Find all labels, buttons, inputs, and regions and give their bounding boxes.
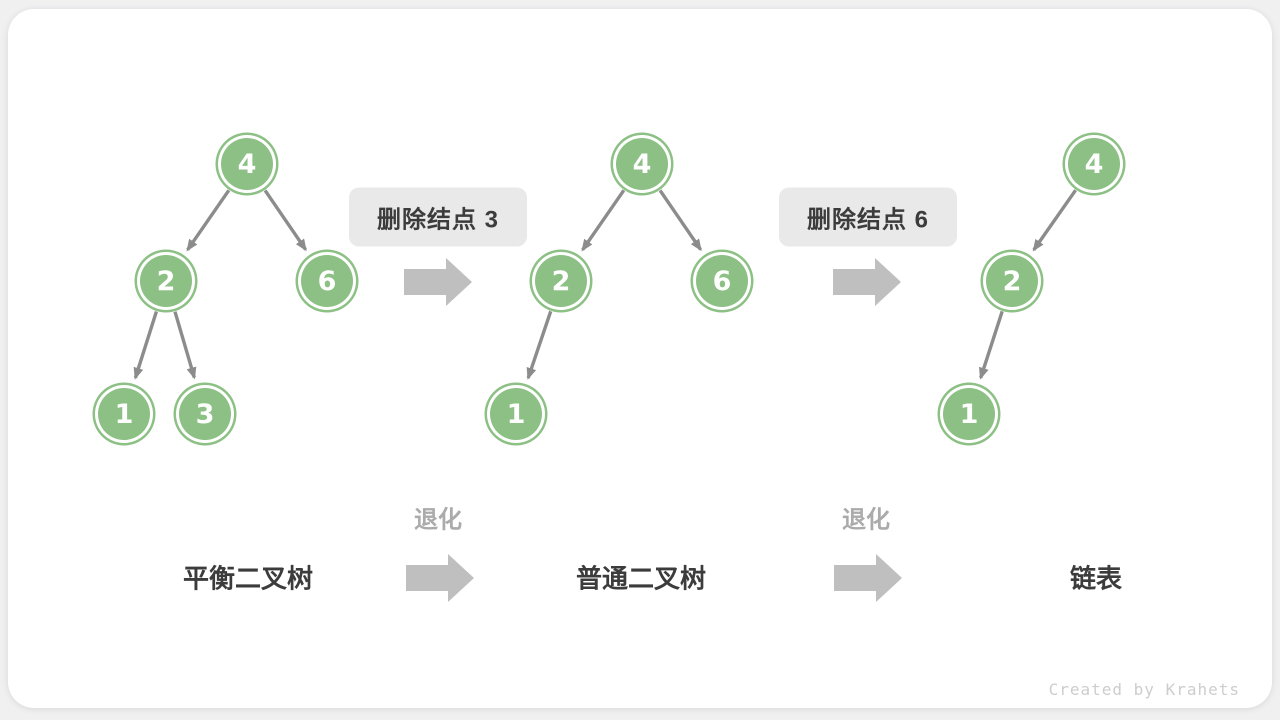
tree1-edge-4-6 xyxy=(263,189,308,252)
tree3-node-1: 1 xyxy=(943,388,995,440)
tree3-node-2: 2 xyxy=(986,255,1038,307)
tree3-node-4: 4 xyxy=(1068,138,1120,190)
tree2-edge-2-1 xyxy=(526,310,553,380)
degrade-arrow-icon-1 xyxy=(406,554,474,602)
tree2-edge-4-2 xyxy=(581,189,626,252)
tree-caption-3: 链表 xyxy=(1069,563,1123,594)
degrade-label-1: 退化 xyxy=(414,506,462,534)
tree1-node-4: 4 xyxy=(221,138,273,190)
tree2-node-1: 1 xyxy=(490,388,542,440)
delete-node-badge-2: 删除结点 6 xyxy=(778,187,958,247)
tree-caption-1: 平衡二叉树 xyxy=(182,563,314,594)
tree1-node-6: 6 xyxy=(301,255,353,307)
tree1-node-2: 2 xyxy=(140,255,192,307)
tree2-node-2: 2 xyxy=(535,255,587,307)
tree1-node-3: 3 xyxy=(179,388,231,440)
tree2-node-4: 4 xyxy=(616,138,668,190)
tree2-edge-4-6 xyxy=(658,189,703,252)
degrade-arrow-icon-2 xyxy=(834,554,902,602)
tree1-edge-4-2 xyxy=(186,189,231,252)
background-card xyxy=(8,9,1272,708)
watermark: Created by Krahets xyxy=(1048,680,1240,699)
transition-arrow-icon-2 xyxy=(833,258,901,306)
degrade-label-2: 退化 xyxy=(842,506,890,534)
tree-caption-2: 普通二叉树 xyxy=(575,563,707,594)
tree3-edge-4-2 xyxy=(1032,189,1077,252)
transition-arrow-icon-1 xyxy=(404,258,472,306)
tree3-edge-2-1 xyxy=(979,310,1004,380)
tree1-edge-2-3 xyxy=(173,311,197,380)
tree2-node-6: 6 xyxy=(696,255,748,307)
tree1-edge-2-1 xyxy=(133,310,159,380)
tree1-node-1: 1 xyxy=(98,388,150,440)
delete-node-badge-1: 删除结点 3 xyxy=(348,187,528,247)
